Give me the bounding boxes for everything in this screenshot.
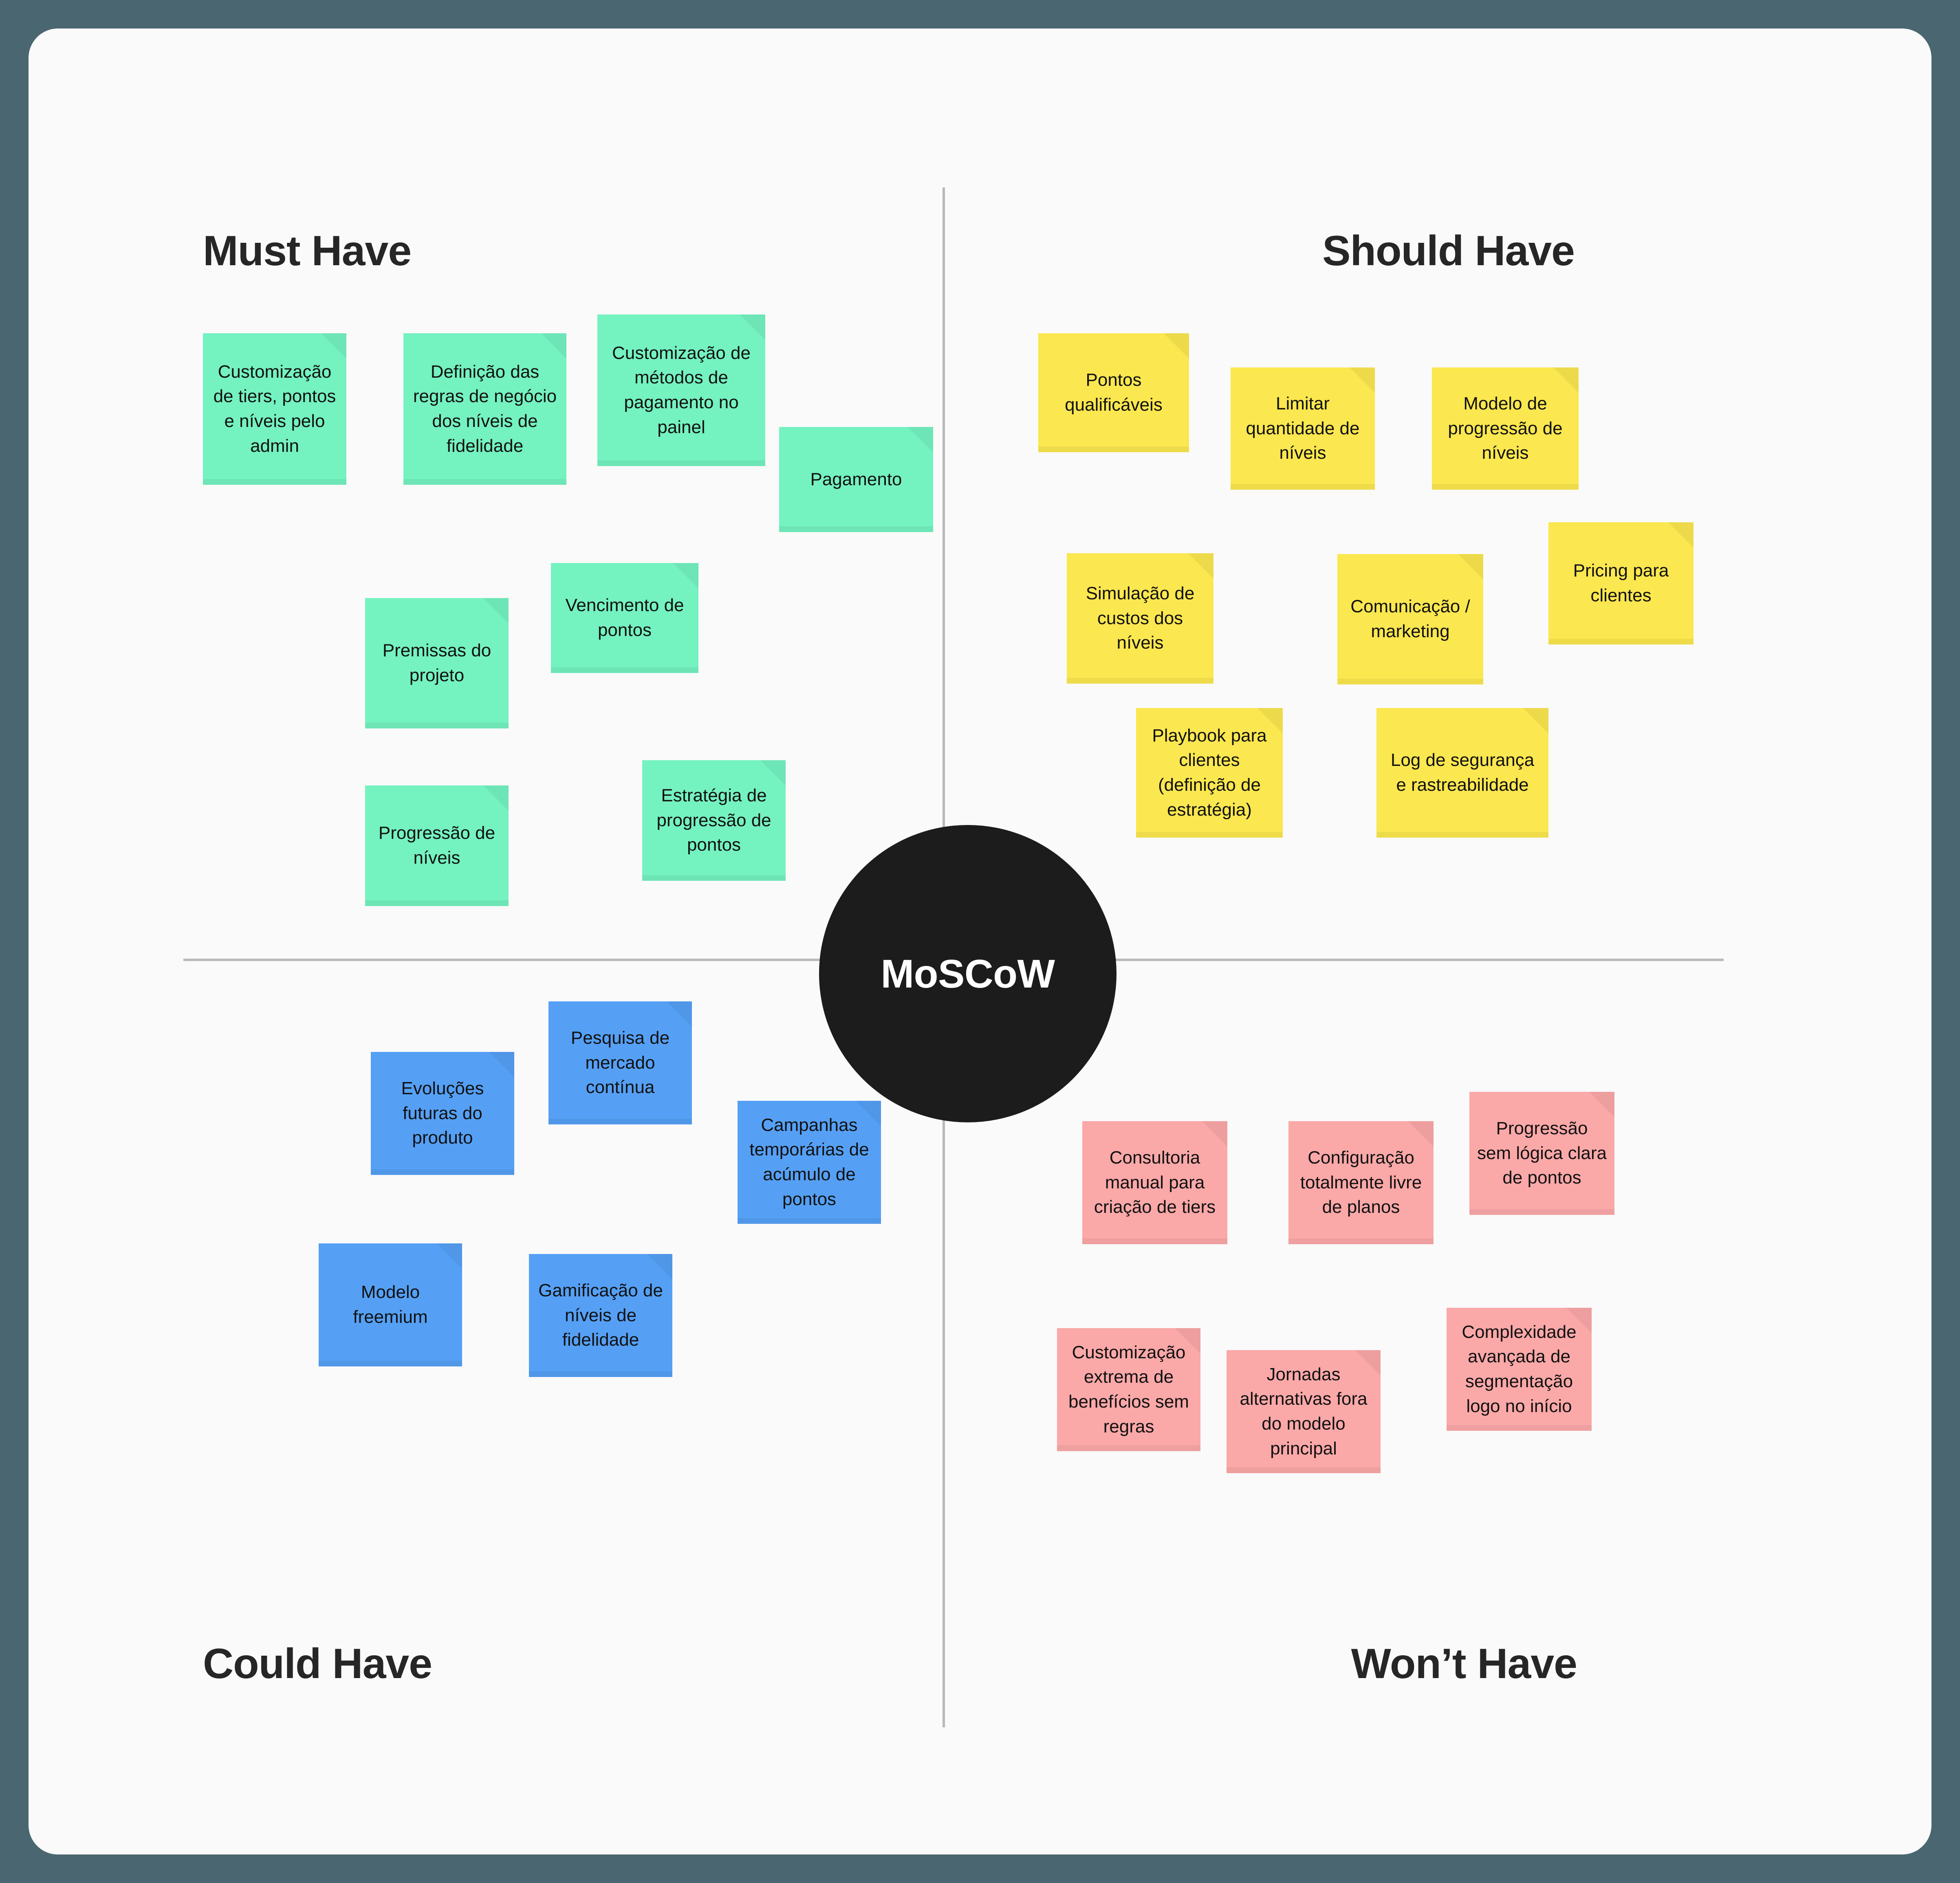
sticky-note[interactable]: Pontos qualificáveis (1038, 333, 1189, 452)
sticky-note[interactable]: Limitar quantidade de níveis (1231, 367, 1375, 490)
sticky-note-text: Comunicação / marketing (1350, 596, 1470, 641)
sticky-note[interactable]: Customização extrema de benefícios sem r… (1057, 1328, 1200, 1451)
sticky-note-text: Modelo freemium (353, 1282, 428, 1327)
sticky-note[interactable]: Modelo freemium (319, 1243, 462, 1366)
sticky-note[interactable]: Gamificação de níveis de fidelidade (529, 1254, 672, 1377)
moscow-center-label: MoSCoW (881, 951, 1055, 996)
sticky-note[interactable]: Evoluções futuras do produto (371, 1052, 514, 1175)
sticky-note[interactable]: Modelo de progressão de níveis (1432, 367, 1579, 490)
quadrant-title-wont-have: Won’t Have (1351, 1640, 1577, 1687)
sticky-note-text: Campanhas temporárias de acúmulo de pont… (749, 1115, 869, 1209)
sticky-note-text: Vencimento de pontos (565, 595, 684, 640)
sticky-note-text: Modelo de progressão de níveis (1448, 393, 1563, 463)
sticky-note-text: Progressão sem lógica clara de pontos (1477, 1118, 1607, 1188)
sticky-note-text: Customização extrema de benefícios sem r… (1068, 1342, 1189, 1436)
sticky-note-text: Simulação de custos dos níveis (1086, 583, 1195, 653)
sticky-note[interactable]: Configuração totalmente livre de planos (1288, 1121, 1434, 1244)
sticky-note-text: Gamificação de níveis de fidelidade (538, 1280, 663, 1350)
sticky-note-text: Configuração totalmente livre de planos (1300, 1147, 1422, 1217)
sticky-note[interactable]: Pesquisa de mercado contínua (548, 1001, 692, 1124)
sticky-note-text: Definição das regras de negócio dos níve… (413, 361, 557, 456)
moscow-center-badge: MoSCoW (819, 825, 1117, 1122)
sticky-note[interactable]: Pagamento (779, 427, 933, 532)
sticky-note[interactable]: Comunicação / marketing (1337, 554, 1483, 684)
sticky-note-text: Complexidade avançada de segmentação log… (1462, 1322, 1577, 1416)
quadrant-title-should-have: Should Have (1322, 227, 1575, 275)
sticky-note[interactable]: Consultoria manual para criação de tiers (1082, 1121, 1227, 1244)
sticky-note[interactable]: Customização de tiers, pontos e níveis p… (203, 333, 346, 485)
sticky-note-text: Premissas do projeto (382, 640, 491, 685)
sticky-note[interactable]: Playbook para clientes (definição de est… (1136, 708, 1283, 838)
sticky-note[interactable]: Customização de métodos de pagamento no … (597, 315, 765, 466)
sticky-note[interactable]: Jornadas alternativas fora do modelo pri… (1227, 1350, 1381, 1473)
sticky-note-text: Log de segurança e rastreabilidade (1390, 750, 1535, 795)
sticky-note[interactable]: Progressão de níveis (365, 785, 509, 906)
sticky-note-text: Playbook para clientes (definição de est… (1152, 725, 1267, 820)
sticky-note[interactable]: Estratégia de progressão de pontos (642, 760, 786, 881)
sticky-note-text: Pontos qualificáveis (1065, 370, 1163, 415)
sticky-note-text: Jornadas alternativas fora do modelo pri… (1240, 1364, 1368, 1458)
sticky-note-text: Customização de tiers, pontos e níveis p… (213, 361, 336, 456)
sticky-note-text: Progressão de níveis (378, 823, 496, 868)
sticky-note[interactable]: Premissas do projeto (365, 598, 509, 728)
sticky-note-text: Estratégia de progressão de pontos (656, 785, 771, 855)
sticky-note[interactable]: Definição das regras de negócio dos níve… (403, 333, 566, 485)
quadrant-title-could-have: Could Have (203, 1640, 432, 1687)
sticky-note-text: Consultoria manual para criação de tiers (1094, 1147, 1216, 1217)
sticky-note-text: Limitar quantidade de níveis (1246, 393, 1360, 463)
sticky-note[interactable]: Complexidade avançada de segmentação log… (1447, 1308, 1592, 1431)
quadrant-title-must-have: Must Have (203, 227, 412, 275)
sticky-note-text: Pricing para clientes (1573, 561, 1669, 605)
sticky-note[interactable]: Campanhas temporárias de acúmulo de pont… (738, 1101, 881, 1224)
sticky-note[interactable]: Vencimento de pontos (551, 563, 698, 673)
sticky-note-text: Pesquisa de mercado contínua (570, 1027, 670, 1098)
sticky-note[interactable]: Pricing para clientes (1548, 522, 1694, 645)
moscow-board: Must Have Should Have Could Have Won’t H… (29, 29, 1931, 1854)
sticky-note-text: Evoluções futuras do produto (401, 1078, 484, 1148)
sticky-note[interactable]: Progressão sem lógica clara de pontos (1469, 1092, 1614, 1215)
sticky-note[interactable]: Simulação de custos dos níveis (1067, 553, 1213, 684)
sticky-note-text: Pagamento (810, 469, 902, 489)
sticky-note[interactable]: Log de segurança e rastreabilidade (1376, 708, 1548, 838)
sticky-note-text: Customização de métodos de pagamento no … (612, 343, 751, 437)
